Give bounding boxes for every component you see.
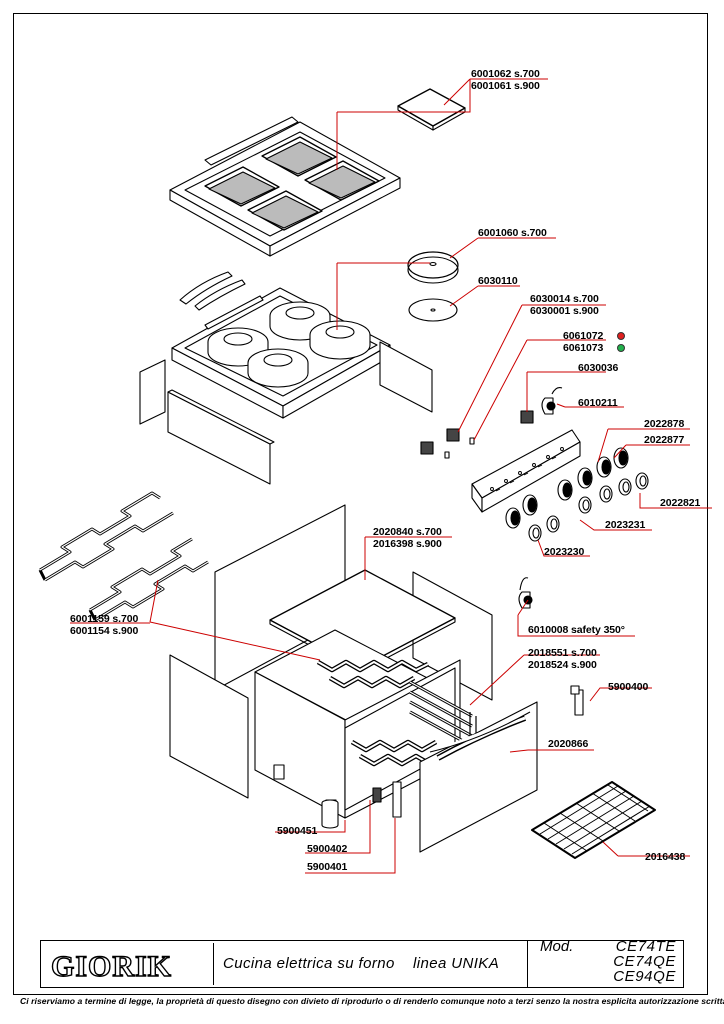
part-label-5900402: 5900402 <box>307 843 348 855</box>
panel-knobs <box>505 447 649 542</box>
models-box: Mod. CE74TE CE74QE CE94QE <box>527 938 686 988</box>
hob-top-plate <box>169 116 401 257</box>
hob-side-panel-left <box>139 359 166 425</box>
part-label-6061072: 6061072 <box>563 330 604 342</box>
part-label-2022821: 2022821 <box>660 497 701 509</box>
leader-lines <box>70 78 712 874</box>
part-label-5900400: 5900400 <box>608 681 649 693</box>
model-1: CE74TE <box>615 938 676 955</box>
disc-plate <box>407 251 459 284</box>
red-indicator-dot <box>617 332 625 340</box>
part-label-6030110: 6030110 <box>478 275 518 287</box>
oven-wire-shelf <box>531 781 656 859</box>
loose-hotplate <box>397 88 466 131</box>
part-label-2023231: 2023231 <box>605 519 646 531</box>
thermostat <box>541 387 563 415</box>
part-label-5900451: 5900451 <box>277 825 318 837</box>
part-label-2016438: 2016438 <box>645 851 686 863</box>
part-label-6010211: 6010211 <box>578 397 618 409</box>
title-block: GIORIK Cucina elettrica su forno linea U… <box>40 938 686 988</box>
energy-regulators <box>420 410 534 459</box>
part-label-2022877: 2022877 <box>644 434 685 446</box>
part-label-6001060: 6001060 s.700 <box>478 227 547 239</box>
model-3: CE94QE <box>613 968 676 985</box>
green-indicator-dot <box>617 344 625 352</box>
disc-ring <box>408 298 458 322</box>
model-2: CE74QE <box>613 953 676 970</box>
oven-side-outer-left <box>169 654 249 799</box>
product-description: Cucina elettrica su forno linea UNIKA <box>223 955 500 972</box>
part-label-6061073: 6061073 <box>563 342 604 354</box>
copyright-disclaimer: Ci riserviamo a termine di legge, la pro… <box>20 996 724 1006</box>
oven-cavity <box>254 629 461 819</box>
drawing-frame <box>13 13 708 995</box>
giorik-logo: GIORIK <box>43 943 214 985</box>
part-label-2023230: 2023230 <box>544 546 585 558</box>
hob-front-panel <box>167 391 271 485</box>
part-label-2022878: 2022878 <box>644 418 685 430</box>
brand-name: GIORIK <box>50 949 173 983</box>
hob-side-panel-right <box>379 341 433 413</box>
oven-door <box>419 701 538 853</box>
model-label: Mod. <box>540 938 574 955</box>
part-label-5900401: 5900401 <box>307 861 348 873</box>
part-label-6030036: 6030036 <box>578 362 619 374</box>
part-label-2020866: 2020866 <box>548 738 589 750</box>
door-hinges <box>372 685 584 818</box>
oven-foot <box>321 799 339 829</box>
hob-round-plates <box>171 271 391 419</box>
control-panel <box>471 429 581 513</box>
part-label-6010008: 6010008 safety 350° <box>528 624 625 636</box>
